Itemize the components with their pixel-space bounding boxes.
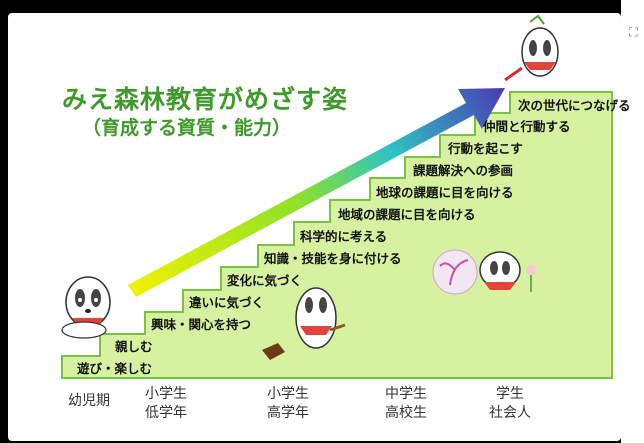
- step-label: 行動を起こす: [448, 141, 523, 156]
- age-group-line1: 小学生: [145, 386, 187, 402]
- hiker-badger-icon: [262, 287, 346, 360]
- step-label: 仲間と行動する: [483, 119, 571, 134]
- age-group-line1: 学生: [496, 386, 524, 402]
- age-group-line2: 高学年: [267, 405, 309, 421]
- step-label: 遊び・楽しむ: [77, 361, 153, 376]
- badger-mascot-icon: [61, 276, 111, 339]
- side-strip: [621, 0, 644, 443]
- step-label: 科学的に考える: [300, 229, 388, 244]
- age-group-line1: 幼児期: [68, 393, 110, 409]
- step-label: 課題解決への参画: [413, 163, 514, 178]
- age-group-elementary-lower: 小学生 低学年: [136, 385, 196, 423]
- step-label: 次の世代につなげる: [518, 98, 631, 113]
- expand-icon[interactable]: ⛶: [629, 25, 638, 39]
- step-label: 地球の課題に目を向ける: [376, 185, 514, 200]
- age-group-student-adult: 学生 社会人: [478, 385, 542, 423]
- page-subtitle: （育成する資質・能力）: [82, 117, 292, 139]
- badger-top-icon: [504, 14, 559, 82]
- step-label: 変化に気づく: [227, 273, 303, 288]
- age-group-line2: 低学年: [145, 405, 187, 421]
- age-group-line1: 中学生: [385, 386, 427, 402]
- age-group-junior-senior-high: 中学生 高校生: [376, 385, 436, 423]
- age-group-early-childhood: 幼児期: [64, 392, 114, 411]
- age-group-line2: 社会人: [489, 405, 531, 421]
- step-label: 興味・関心を持つ: [151, 317, 252, 332]
- age-group-elementary-upper: 小学生 高学年: [258, 385, 318, 423]
- age-group-line2: 高校生: [385, 405, 427, 421]
- growth-arrow: [128, 88, 505, 297]
- step-label: 親しむ: [115, 339, 153, 354]
- step-label: 知識・技能を身に付ける: [264, 251, 402, 266]
- step-label: 違いに気づく: [189, 295, 265, 310]
- age-group-line1: 小学生: [267, 386, 309, 402]
- seedling-icon: [432, 249, 536, 295]
- page-title: みえ森林教育がめざす姿: [62, 85, 349, 114]
- step-label: 地域の課題に目を向ける: [338, 207, 476, 222]
